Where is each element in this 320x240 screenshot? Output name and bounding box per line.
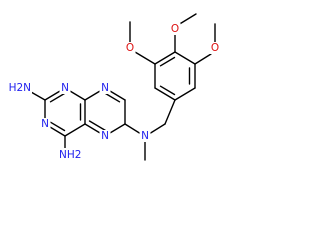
atom-n8: N — [99, 82, 111, 94]
bond-n8-c7-double — [104, 92, 121, 103]
bond-b5-o — [194, 53, 212, 65]
bond-b6-b1 — [174, 87, 196, 101]
bond-b1-b2-double — [159, 85, 176, 96]
bond-b3-b4-double — [159, 56, 176, 67]
bond-b3-b4 — [154, 51, 176, 65]
bond-ch2-benzene — [164, 99, 176, 125]
bond-c6-namine — [124, 123, 142, 135]
atom-n3-label: N — [41, 118, 49, 130]
atom-n1: N — [59, 82, 71, 94]
bond-c4a-c4 — [64, 123, 86, 137]
bond-c4-n3-double — [49, 121, 66, 132]
atom-n5-label: N — [101, 130, 109, 142]
atom-o-left: O — [124, 42, 136, 54]
structural-formula: N N N N N H2N NH2 O — [5, 13, 221, 161]
bond-b1-b2 — [154, 87, 176, 101]
atom-o-right: O — [209, 42, 221, 54]
atom-nh2-bottom-label: NH2 — [59, 149, 81, 161]
bond-n5-c4a-double — [88, 120, 107, 132]
atom-n3: N — [39, 118, 51, 130]
atom-o-right-label: O — [211, 42, 219, 54]
bond-b4-b5 — [174, 51, 196, 65]
bond-c2-nh2 — [30, 91, 46, 101]
atom-nh2-bottom: NH2 — [57, 148, 83, 161]
bond-namine-ch2 — [148, 123, 166, 135]
bond-o-methyl-top — [177, 13, 197, 26]
atom-nh2-top: H2N — [5, 82, 32, 95]
atom-o-left-label: O — [126, 42, 134, 54]
bond-c2-n1-double — [49, 92, 66, 103]
bond-b3-o — [134, 51, 156, 65]
atom-nh2-top-label: H2N — [9, 82, 31, 94]
atom-o-top: O — [169, 23, 181, 35]
atom-o-top-label: O — [171, 23, 179, 35]
atom-n8-label: N — [101, 82, 109, 94]
atom-n1-label: N — [61, 82, 69, 94]
atom-n-amine-label: N — [141, 130, 149, 142]
atom-n-amine: N — [139, 130, 151, 142]
bonds — [30, 13, 216, 161]
atoms: N N N N N H2N NH2 O — [5, 23, 221, 161]
atom-n5: N — [99, 130, 111, 142]
